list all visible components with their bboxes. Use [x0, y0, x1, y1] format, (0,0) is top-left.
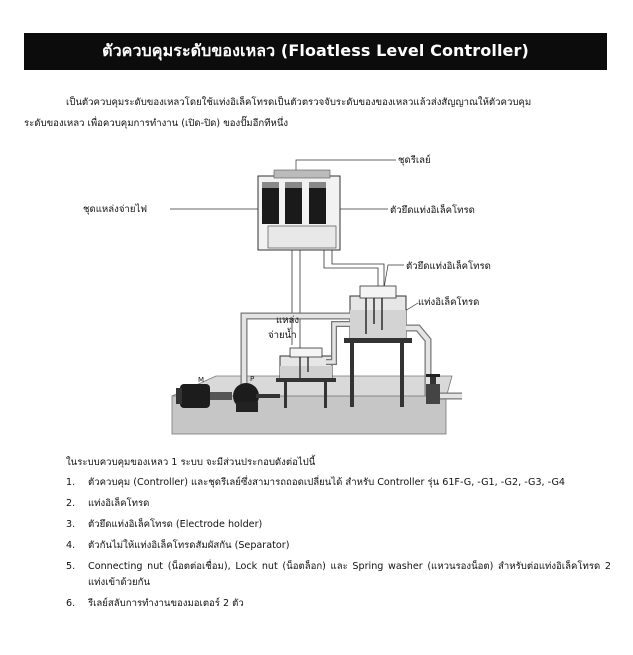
list-item-text: Connecting nut (น็อตต่อเชื่อม), Lock nut…: [88, 561, 611, 588]
electrode-wires: [291, 250, 385, 352]
electrode-label: แท่งอิเล็คโทรด: [418, 295, 479, 308]
electrode-holder-label-top: ตัวยึดแท่งอิเล็คโทรด: [390, 203, 475, 216]
ground-slab: [171, 375, 453, 435]
list-item-number: 6.: [66, 598, 76, 609]
list-item: 5. Connecting nut (น็อตต่อเชื่อม), Lock …: [66, 559, 611, 591]
list-item-number: 5.: [66, 561, 76, 572]
list-item: 4. ตัวกันไม่ให้แท่งอิเล็คโทรดสัมผัสกัน (…: [66, 538, 611, 554]
list-item-number: 2.: [66, 498, 76, 509]
electrode-holder-label-tank: ตัวยึดแท่งอิเล็คโทรด: [406, 259, 491, 272]
water-source-label-line-2: จ่ายน้ำ: [268, 327, 297, 341]
list-item-number: 3.: [66, 519, 76, 530]
lower-tank: [276, 347, 336, 408]
controller-unit: [257, 169, 341, 251]
list-item-text: รีเลย์สลับการทำงานของมอเตอร์ 2 ตัว: [88, 598, 244, 609]
list-item-number: 4.: [66, 540, 76, 551]
intro-line-1: เป็นตัวควบคุมระดับของเหลวโดยใช้แท่งอิเล็…: [66, 97, 532, 108]
list-item: 3. ตัวยึดแท่งอิเล็คโทรด (Electrode holde…: [66, 517, 611, 533]
list-item: 1. ตัวควบคุม (Controller) และชุดรีเลย์ซึ…: [66, 475, 611, 491]
diagram-svg: ชุดรีเลย์ ชุดแหล่งจ่ายไฟ ตัวยึดแท่งอิเล็…: [83, 154, 491, 435]
list-item-number: 1.: [66, 477, 76, 488]
valve: [426, 374, 440, 404]
system-diagram: ชุดรีเลย์ ชุดแหล่งจ่ายไฟ ตัวยึดแท่งอิเล็…: [0, 140, 633, 440]
motor-pump-assembly: [176, 383, 280, 412]
pump-label: P: [250, 375, 254, 383]
list-item-text: ตัวควบคุม (Controller) และชุดรีเลย์ซึ่งส…: [88, 477, 565, 488]
motor-label: M: [198, 376, 204, 384]
upper-tank: [344, 285, 412, 407]
page-title: ตัวควบคุมระดับของเหลว (Floatless Level C…: [24, 33, 607, 70]
power-supply-label: ชุดแหล่งจ่ายไฟ: [83, 203, 147, 215]
water-source-label-line-1: แหล่ง: [276, 315, 299, 326]
list-item-text: แท่งอิเล็คโทรด: [88, 498, 150, 509]
relay-set-label: ชุดรีเลย์: [398, 154, 431, 166]
intro-line-2: ระดับของเหลว เพื่อควบคุมการทำงาน (เปิด-ป…: [24, 118, 289, 129]
pipes: [240, 312, 462, 400]
list-item: 6. รีเลย์สลับการทำงานของมอเตอร์ 2 ตัว: [66, 596, 611, 612]
list-item: 2. แท่งอิเล็คโทรด: [66, 496, 611, 512]
intro-paragraph: เป็นตัวควบคุมระดับของเหลวโดยใช้แท่งอิเล็…: [24, 92, 612, 134]
list-item-text: ตัวกันไม่ให้แท่งอิเล็คโทรดสัมผัสกัน (Sep…: [88, 540, 290, 551]
components-heading: ในระบบควบคุมของเหลว 1 ระบบ จะมีส่วนประกอ…: [66, 457, 316, 468]
components-list: 1. ตัวควบคุม (Controller) และชุดรีเลย์ซึ…: [66, 475, 611, 617]
list-item-text: ตัวยึดแท่งอิเล็คโทรด (Electrode holder): [88, 519, 263, 530]
